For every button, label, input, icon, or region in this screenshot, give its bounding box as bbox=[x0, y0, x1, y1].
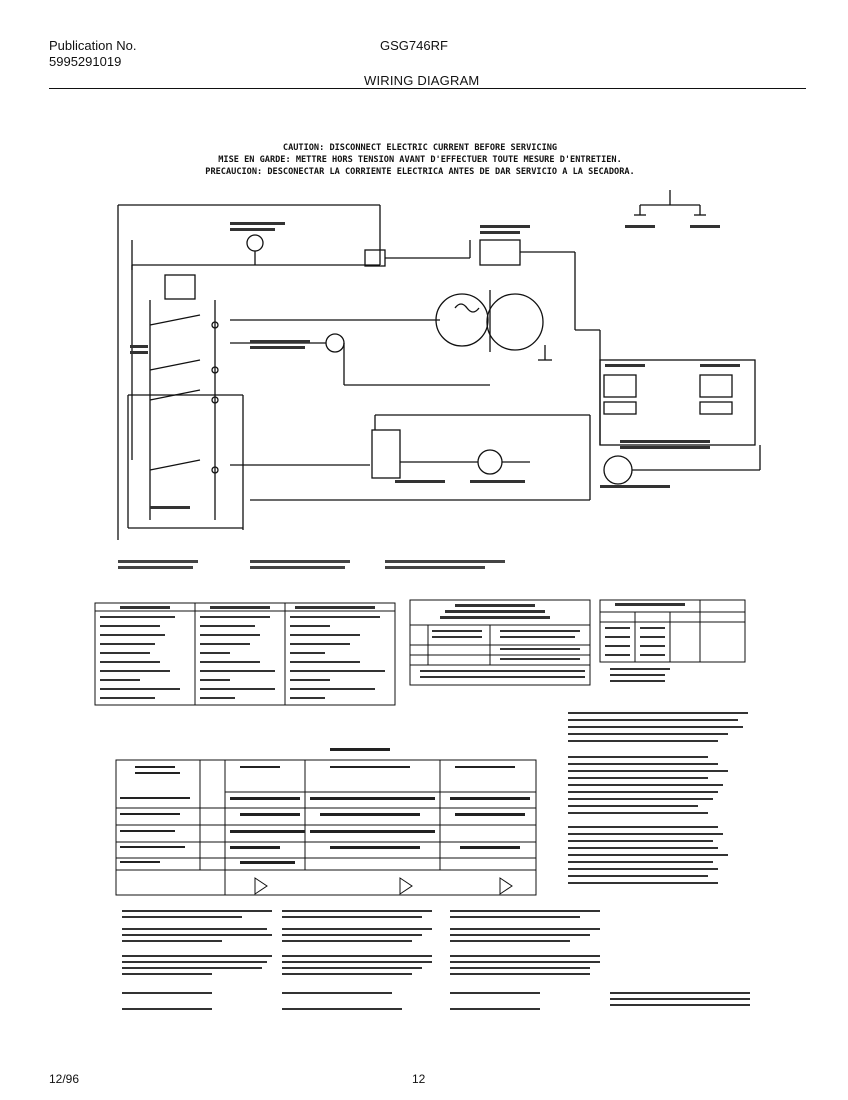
caution-english: CAUTION: DISCONNECT ELECTRIC CURRENT BEF… bbox=[282, 143, 558, 153]
caution-spanish: PRECAUCION: DESCONECTAR LA CORRIENTE ELE… bbox=[205, 167, 635, 177]
footer-page-number: 12 bbox=[412, 1072, 426, 1086]
publication-number: 5995291019 bbox=[49, 54, 122, 69]
page-title: WIRING DIAGRAM bbox=[364, 73, 480, 88]
model-number: GSG746RF bbox=[380, 38, 448, 53]
footer-date: 12/96 bbox=[49, 1072, 80, 1086]
header-rule bbox=[49, 88, 806, 89]
publication-label: Publication No. bbox=[49, 38, 137, 53]
caution-french: MISE EN GARDE: METTRE HORS TENSION AVANT… bbox=[218, 155, 622, 165]
